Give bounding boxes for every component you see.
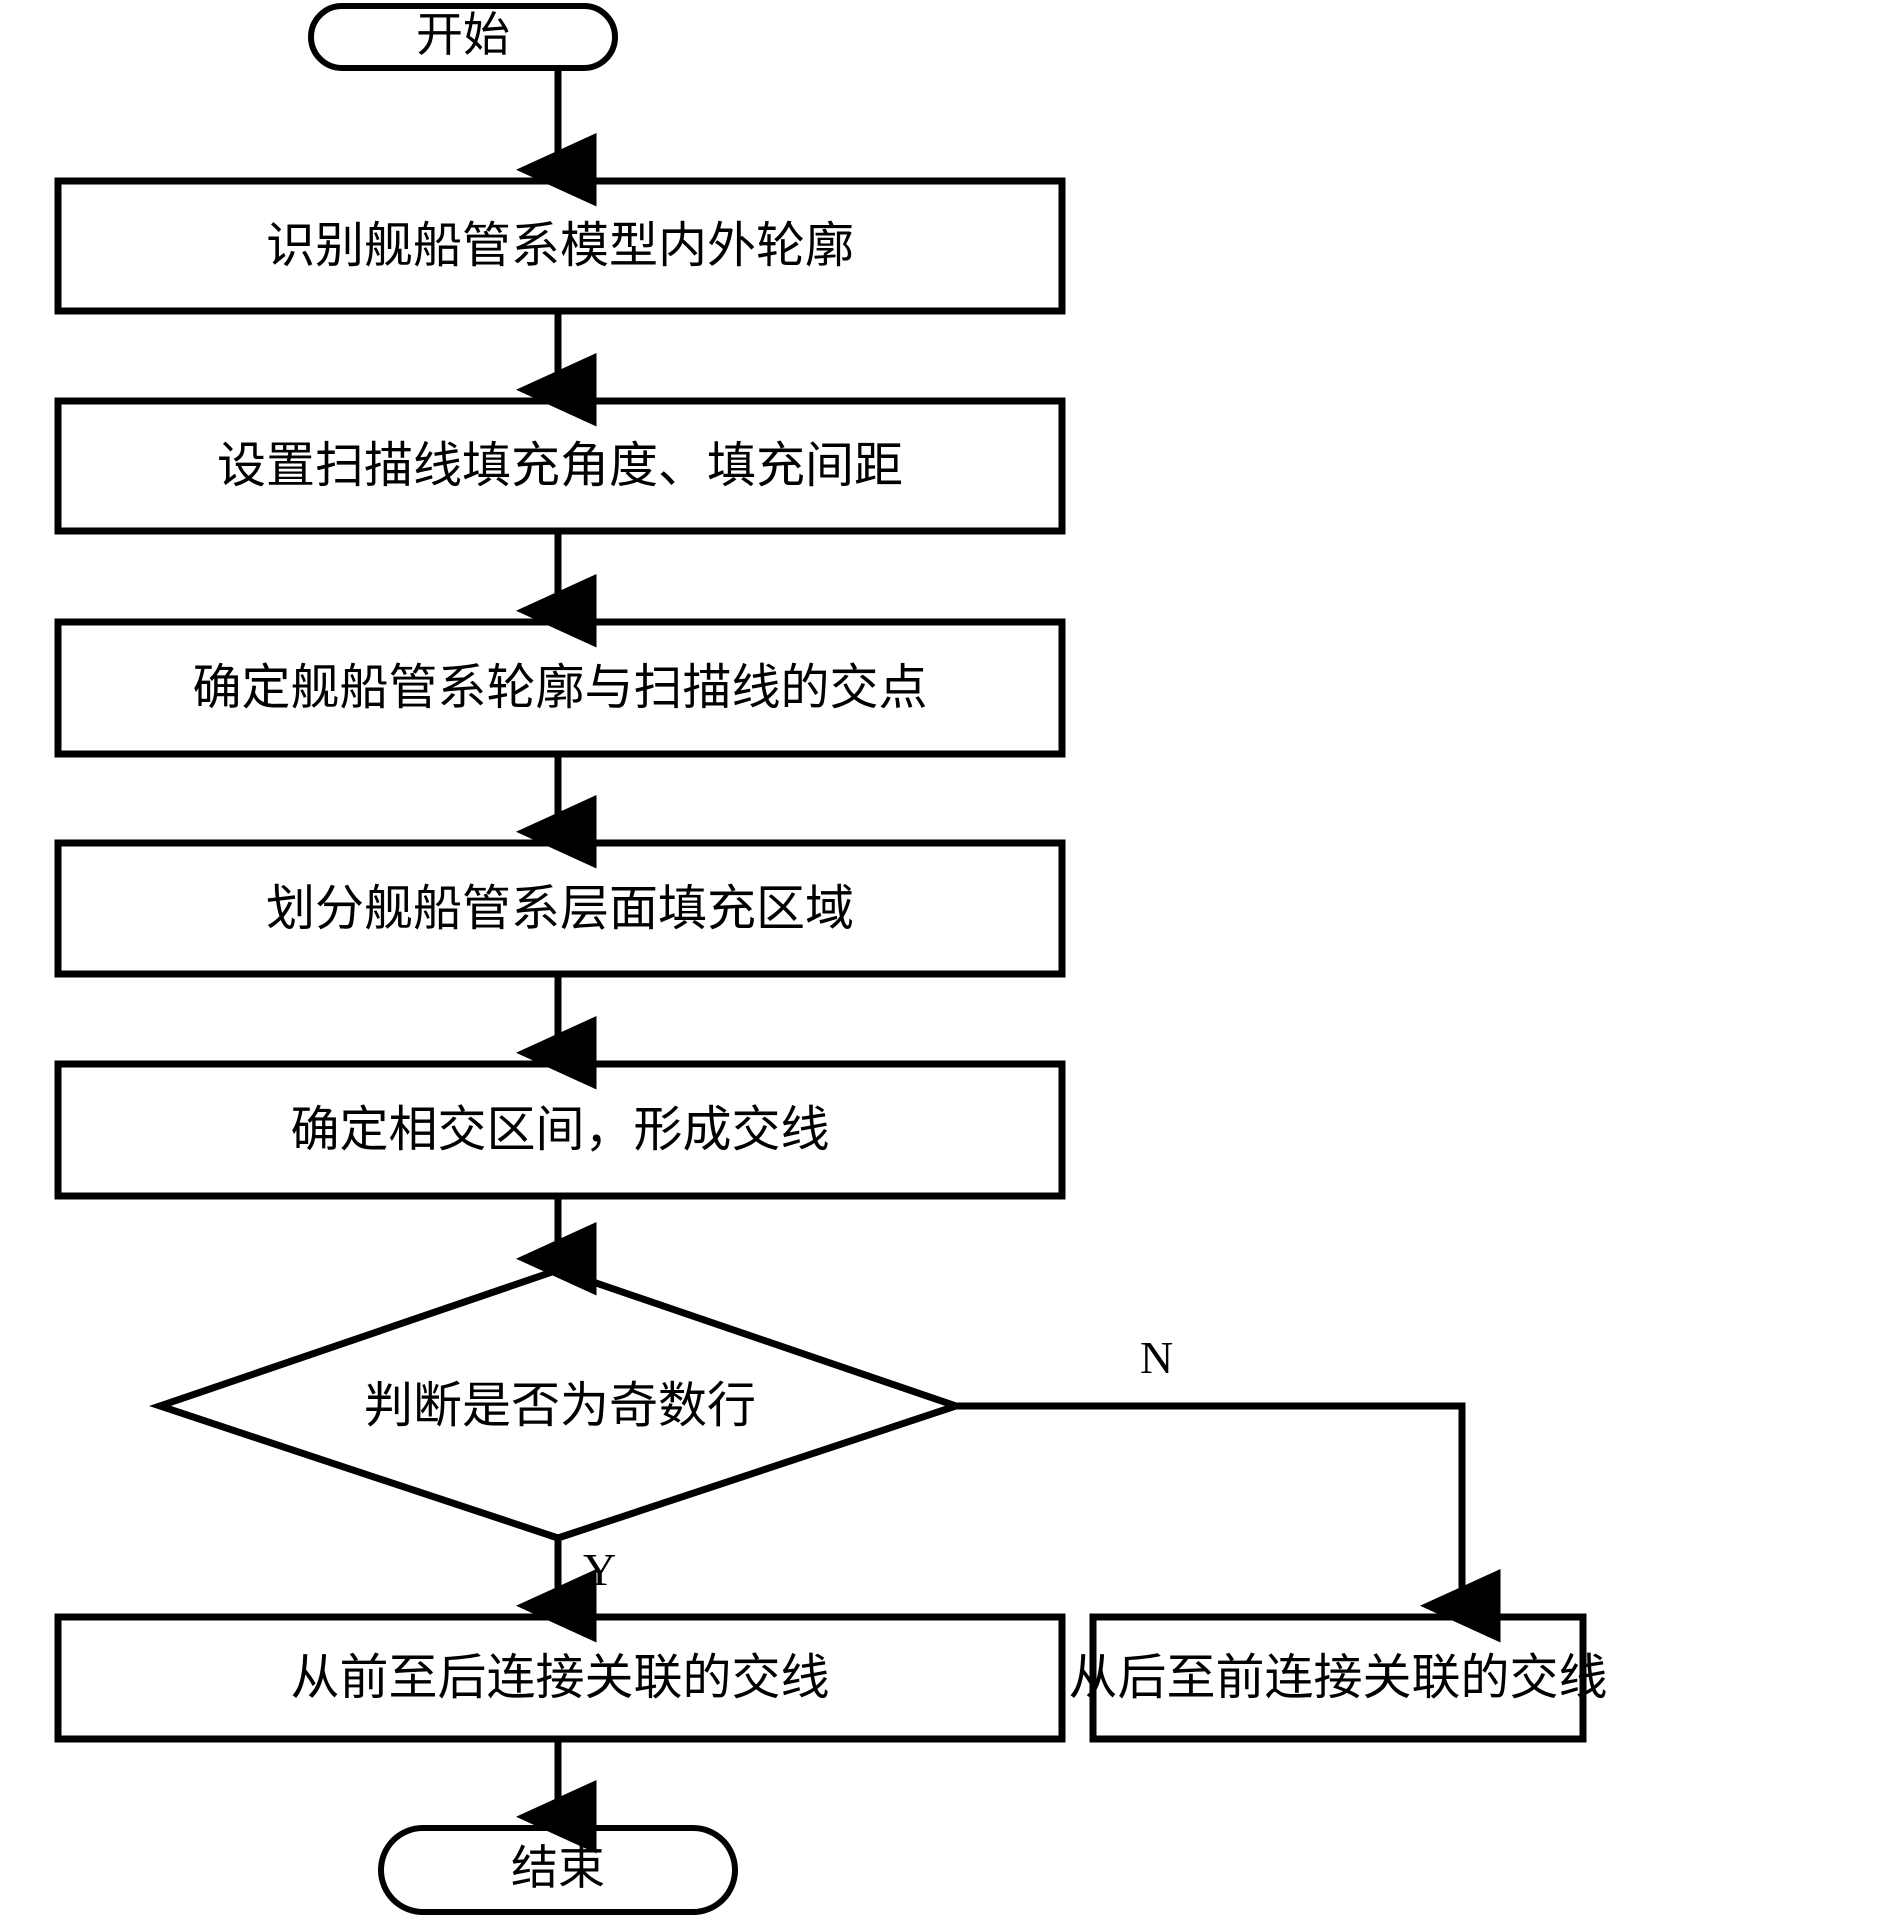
node-end-shape: [378, 1825, 738, 1915]
node-step5-shape: [54, 1060, 1066, 1200]
node-start-shape: [308, 3, 618, 71]
node-step1-shape: [54, 177, 1066, 315]
node-step3-shape: [54, 618, 1066, 758]
edge-decision-to-no-branch: [956, 1402, 1501, 1643]
node-decision-shape: [149, 1266, 967, 1542]
node-step2-shape: [54, 397, 1066, 535]
node-no-branch-shape: [1089, 1613, 1587, 1743]
node-yes-branch-shape: [54, 1613, 1066, 1743]
node-step4-shape: [54, 839, 1066, 978]
